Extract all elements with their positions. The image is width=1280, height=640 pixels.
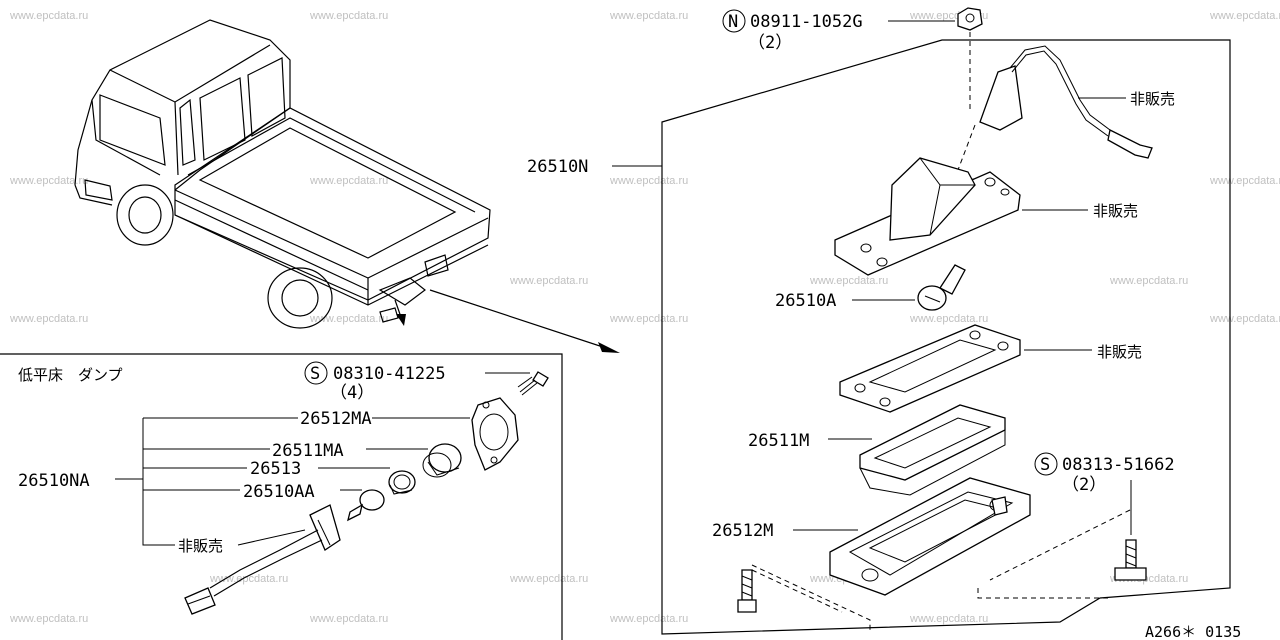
screw-code-right: 08313-51662 — [1062, 455, 1175, 475]
watermark: www.epcdata.ru — [1109, 275, 1188, 287]
rim-label: 26512M — [712, 521, 773, 541]
reference-code: A266＊ 0135 — [1145, 623, 1241, 640]
watermark-layer: www.epcdata.ru www.epcdata.ru www.epcdat… — [9, 10, 1280, 625]
screw-right — [1114, 480, 1147, 581]
nut-code: 08911-1052G — [750, 12, 863, 32]
watermark: www.epcdata.ru — [9, 313, 88, 325]
watermark: www.epcdata.ru — [909, 613, 988, 625]
watermark: www.epcdata.ru — [9, 10, 88, 22]
screw-left — [737, 569, 757, 613]
screw-symbol: S — [310, 364, 320, 384]
rim-part — [751, 477, 1131, 632]
watermark: www.epcdata.ru — [309, 613, 388, 625]
nut-callout: N 08911-1052G （2） — [722, 9, 955, 53]
screw-qty-right: （2） — [1062, 475, 1106, 495]
watermark: www.epcdata.ru — [609, 10, 688, 22]
inset-lens — [422, 443, 462, 478]
inset-gasket — [388, 470, 416, 495]
inset-label-26510AA: 26510AA — [243, 482, 315, 502]
wire-connector — [957, 45, 1153, 171]
watermark: www.epcdata.ru — [609, 313, 688, 325]
watermark: www.epcdata.ru — [209, 573, 288, 585]
watermark: www.epcdata.ru — [309, 10, 388, 22]
rear-wheel — [267, 267, 333, 329]
inset-assembly-label: 26510NA — [18, 471, 90, 491]
watermark: www.epcdata.ru — [809, 275, 888, 287]
watermark: www.epcdata.ru — [9, 613, 88, 625]
inset-screw-callout: S 08310-41225 （4） — [304, 361, 530, 403]
watermark: www.epcdata.ru — [309, 313, 388, 325]
inset-leaders — [115, 417, 470, 546]
label-not-for-sale-gasket: 非販売 — [1097, 343, 1142, 361]
watermark: www.epcdata.ru — [1209, 10, 1280, 22]
lamp-housing — [834, 157, 1021, 276]
inset-label-not-for-sale: 非販売 — [178, 537, 223, 555]
truck-illustration — [74, 19, 620, 353]
lens-label: 26511M — [748, 431, 809, 451]
inset-panel: 低平床 ダンプ S 08310-41225 （4） — [0, 353, 563, 640]
nut-qty: （2） — [748, 33, 792, 53]
assembly-label: 26510N — [527, 157, 588, 177]
inset-socket-harness — [184, 504, 341, 615]
inset-title: 低平床 ダンプ — [18, 366, 123, 384]
watermark: www.epcdata.ru — [509, 275, 588, 287]
inset-bracket — [471, 397, 519, 471]
inset-label-26511MA: 26511MA — [272, 441, 344, 461]
main-exploded-view: N 08911-1052G （2） 26510N — [527, 7, 1231, 635]
inset-label-26513: 26513 — [250, 459, 301, 479]
watermark: www.epcdata.ru — [309, 175, 388, 187]
inset-bulb — [347, 489, 385, 522]
inset-label-26512MA: 26512MA — [300, 409, 372, 429]
nut-part — [957, 7, 983, 110]
watermark: www.epcdata.ru — [9, 175, 88, 187]
lens-part — [859, 404, 1006, 496]
bulb-part — [917, 264, 966, 311]
bulb-label: 26510A — [775, 291, 836, 311]
inset-screw — [517, 371, 549, 396]
front-wheel — [116, 184, 174, 246]
watermark: www.epcdata.ru — [1209, 175, 1280, 187]
watermark: www.epcdata.ru — [509, 573, 588, 585]
watermark: www.epcdata.ru — [909, 313, 988, 325]
watermark: www.epcdata.ru — [609, 613, 688, 625]
watermark: www.epcdata.ru — [609, 175, 688, 187]
gasket-part — [839, 324, 1021, 413]
screw-callout: S 08313-51662 （2） — [1034, 452, 1175, 495]
label-not-for-sale-housing: 非販売 — [1093, 202, 1138, 220]
watermark: www.epcdata.ru — [1209, 313, 1280, 325]
inset-screw-qty: （4） — [330, 383, 374, 403]
nut-symbol: N — [728, 12, 738, 32]
screw-symbol-right: S — [1040, 455, 1050, 475]
label-not-for-sale-wire: 非販売 — [1130, 90, 1175, 108]
inset-screw-code: 08310-41225 — [333, 364, 446, 384]
